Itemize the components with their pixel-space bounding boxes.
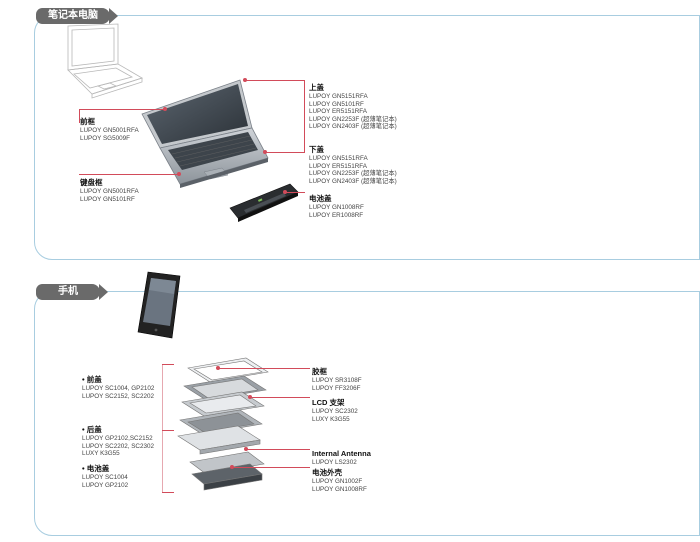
leader-front-frame: [79, 109, 80, 123]
label-lcd-bracket: LCD 支架 LUPOY SC2302 LUXY K3G55: [312, 398, 358, 423]
pin-top-cover: [243, 78, 247, 82]
pin-battery-shell: [230, 465, 234, 469]
pin-bottom-cover: [263, 150, 267, 154]
laptop-battery-illustration: [229, 183, 299, 222]
leader-front-cover: [162, 364, 174, 365]
phone-section-tab: 手机: [36, 284, 108, 300]
label-battery-shell: 电池外壳 LUPOY GN1002F LUPOY GN1008RF: [312, 468, 367, 493]
pin-lcd-bracket: [248, 395, 252, 399]
pin-frame: [216, 366, 220, 370]
pin-antenna: [244, 447, 248, 451]
leader-front-frame-h: [79, 109, 165, 110]
label-antenna: Internal Antenna LUPOY LS2302: [312, 449, 371, 466]
phone-exploded-view: [177, 357, 269, 491]
label-front-frame: 前框 LUPOY GN5001RFA LUPOY SG5009F: [80, 117, 139, 142]
laptop-illustration: [141, 79, 269, 188]
label-phone-battery-cover: 电池盖 LUPOY SC1004 LUPOY GP2102: [82, 464, 128, 489]
pin-battery-cover: [283, 190, 287, 194]
bracket-left: [162, 364, 163, 492]
label-front-cover: 前盖 LUPOY SC1004, GP2102 LUPOY SC2152, SC…: [82, 375, 154, 400]
laptop-section-tab: 笔记本电脑: [36, 8, 118, 24]
leader-battery-cover: [285, 192, 305, 193]
pin-front-frame: [163, 107, 167, 111]
leader-battery-shell: [232, 467, 310, 468]
pin-keyboard-frame: [177, 172, 181, 176]
leader-phone-battery-cover: [162, 492, 174, 493]
leader-bottom-cover: [265, 152, 305, 153]
leader-keyboard-frame: [79, 174, 179, 175]
laptop-wireframe-illustration: [67, 23, 143, 99]
label-bottom-cover: 下盖 LUPOY GN5151RFA LUPOY ER5151RFA LUPOY…: [309, 145, 397, 185]
leader-lcd-bracket: [250, 397, 310, 398]
label-back-cover: 后盖 LUPOY GP2102,SC2152 LUPOY SC2202, SC2…: [82, 425, 154, 458]
leader-back-cover: [162, 430, 174, 431]
leader-top-cover: [245, 80, 305, 81]
label-keyboard-frame: 键盘框 LUPOY GN5001RFA LUPOY GN5101RF: [80, 178, 139, 203]
label-top-cover: 上盖 LUPOY GN5151RFA LUPOY GN5101RF LUPOY …: [309, 83, 397, 131]
label-laptop-battery-cover: 电池盖 LUPOY GN1008RF LUPOY ER1008RF: [309, 194, 364, 219]
phone-illustration: [137, 271, 181, 339]
label-frame: 胶框 LUPOY SR3108F LUPOY FF3206F: [312, 367, 362, 392]
leader-bottom-cover-v: [304, 80, 305, 152]
leader-frame: [218, 368, 310, 369]
leader-antenna: [246, 449, 310, 450]
